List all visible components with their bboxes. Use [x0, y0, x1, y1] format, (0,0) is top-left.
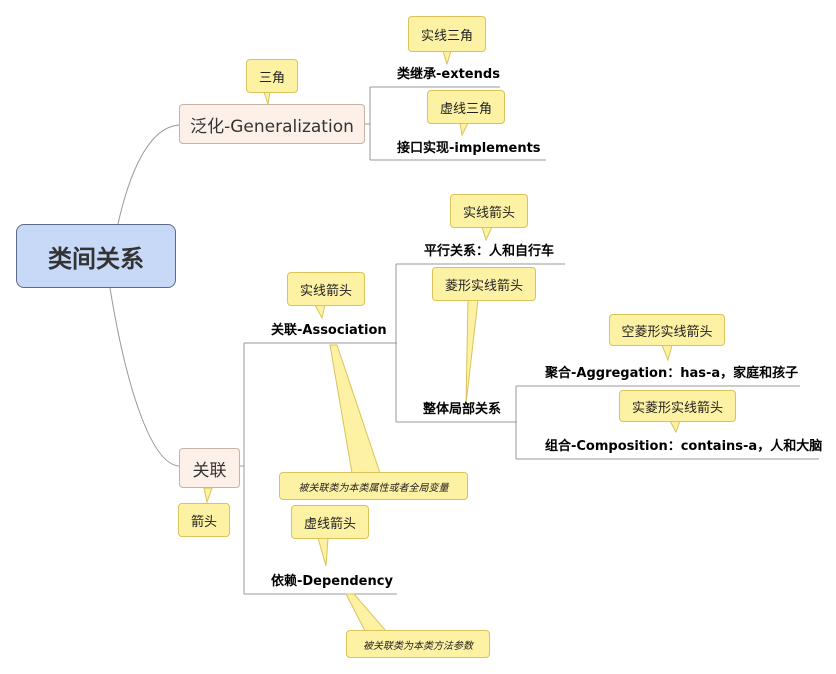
note-pointer-parallel [481, 226, 493, 242]
label-association[interactable]: 关联-Association [271, 323, 387, 338]
note-implements: 虚线三角 [427, 90, 505, 124]
note-pointer-association [314, 304, 326, 320]
generalization-node[interactable]: 泛化-Generalization [179, 104, 365, 144]
note-pointer-dependency [317, 537, 329, 567]
note-pointer-extends [442, 50, 452, 66]
note-generalization: 三角 [246, 59, 298, 93]
root-node[interactable]: 类间关系 [16, 224, 176, 288]
whole-part-connector [515, 385, 819, 460]
note-aggregation: 空菱形实线箭头 [609, 314, 725, 346]
note-pointer-arrow [203, 487, 213, 504]
label-extends[interactable]: 类继承-extends [397, 67, 500, 82]
note-association: 实线箭头 [287, 272, 365, 306]
note-pointer-composition [669, 420, 681, 434]
note-pointer-implements [459, 122, 469, 137]
association-branch-connector [240, 342, 397, 595]
label-parallel[interactable]: 平行关系：人和自行车 [424, 244, 555, 259]
label-implements[interactable]: 接口实现-implements [397, 141, 541, 156]
callout-dependency: 被关联类为本类方法参数 [346, 630, 490, 658]
note-parallel: 实线箭头 [450, 194, 528, 228]
label-composition[interactable]: 组合-Composition：contains-a，人和大脑 [545, 439, 823, 454]
association-connector [395, 263, 565, 423]
note-pointer-whole-part [465, 299, 479, 405]
note-extends: 实线三角 [408, 16, 486, 52]
generalization-connector [365, 86, 546, 161]
association-branch-node[interactable]: 关联 [179, 448, 240, 488]
callout-pointer-dependency [345, 593, 388, 632]
note-pointer-aggregation [661, 344, 673, 362]
label-whole-part[interactable]: 整体局部关系 [423, 402, 502, 417]
label-dependency[interactable]: 依赖-Dependency [271, 574, 393, 589]
note-whole-part: 菱形实线箭头 [432, 267, 536, 301]
root-to-association-line [109, 287, 181, 467]
root-to-generalization-line [117, 124, 181, 225]
note-dependency: 虚线箭头 [291, 505, 369, 539]
callout-pointer-association [329, 344, 381, 474]
callout-association: 被关联类为本类属性或者全局变量 [279, 472, 468, 500]
label-aggregation[interactable]: 聚合-Aggregation：has-a，家庭和孩子 [545, 366, 799, 381]
note-pointer-generalization [263, 91, 271, 105]
note-arrow: 箭头 [178, 503, 230, 537]
note-composition: 实菱形实线箭头 [619, 390, 736, 422]
